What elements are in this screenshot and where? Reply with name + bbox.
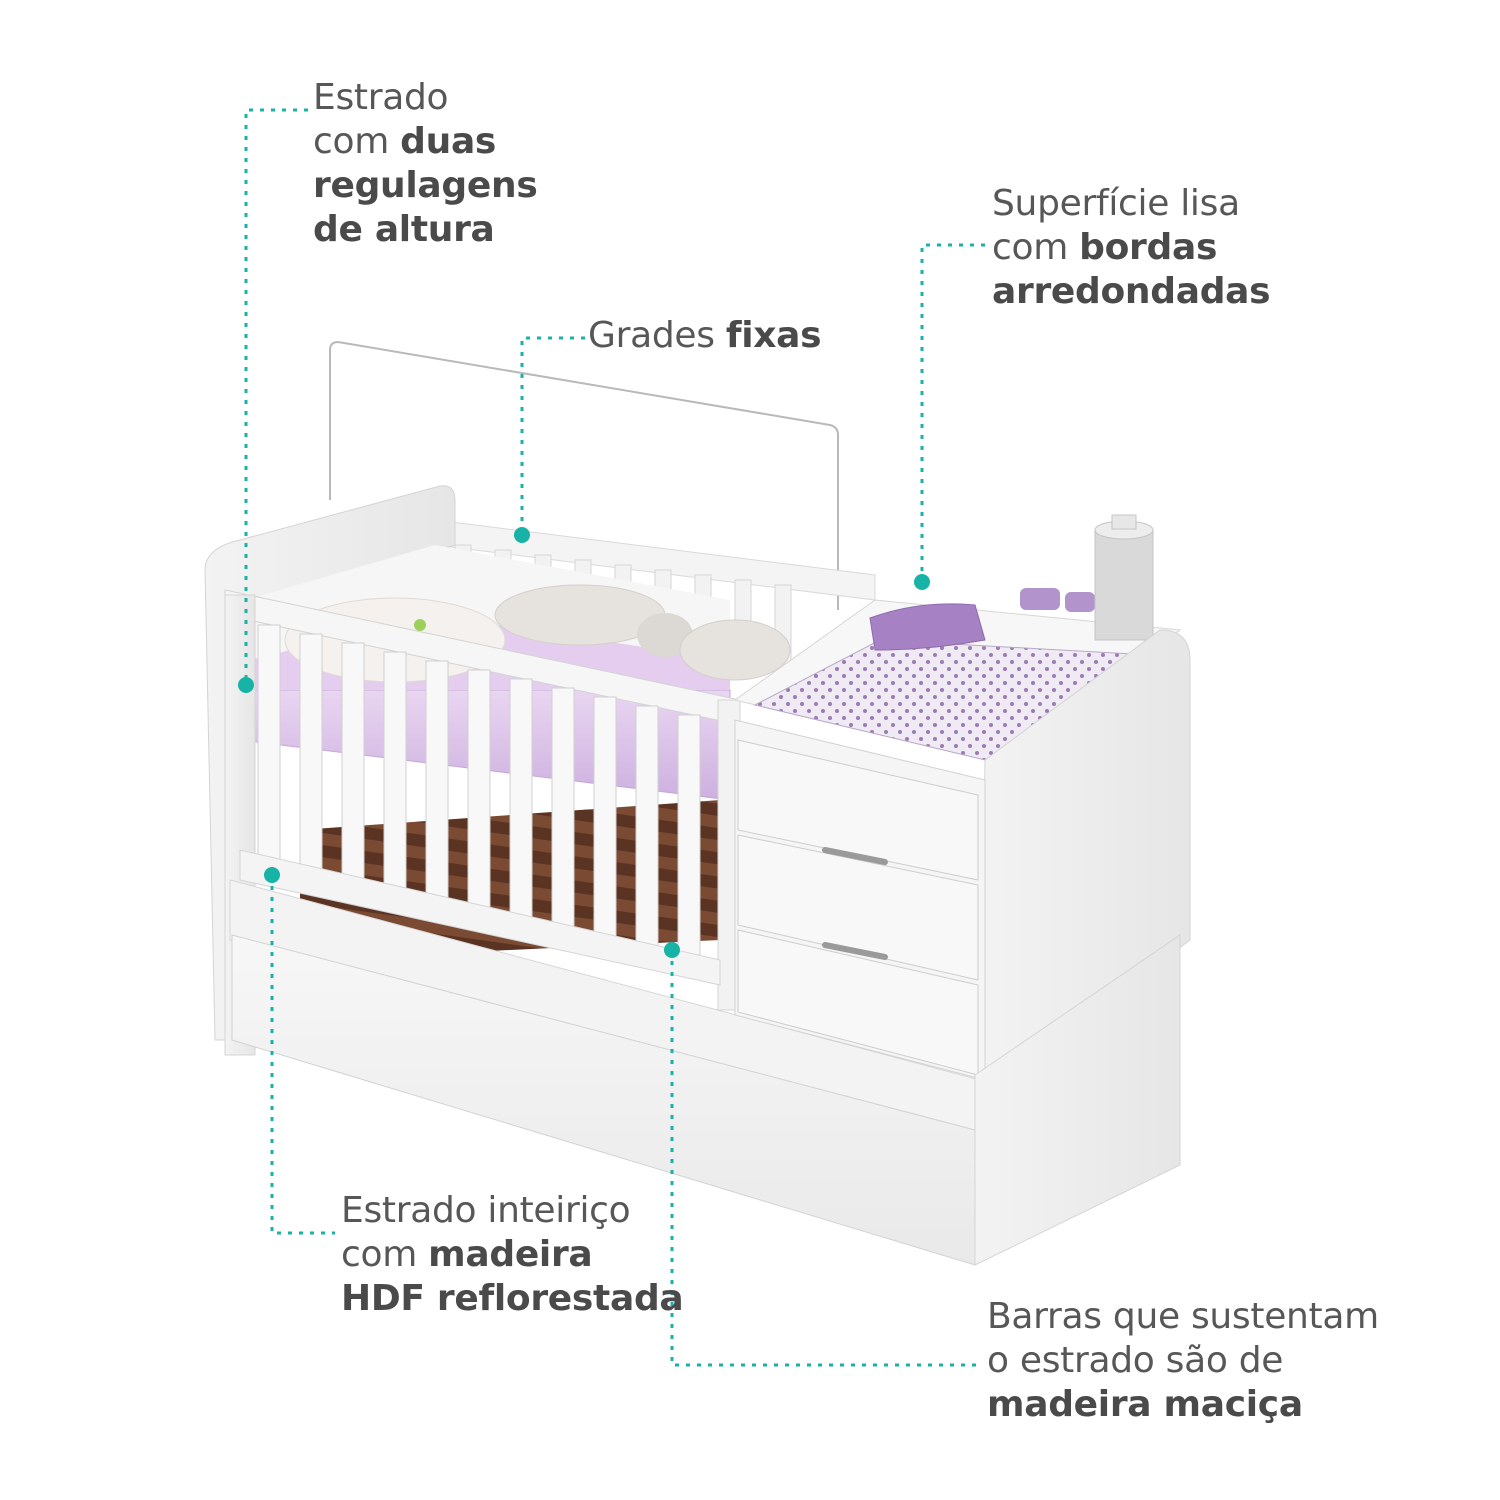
cylinder-container [1094, 514, 1154, 641]
callout-text-line: Barras que sustentam [987, 1296, 1379, 1337]
callout-superficie-lisa: Superfície lisa com bordas arredondadas [992, 182, 1271, 314]
callout-estrado-inteirico: Estrado inteiriço com madeira HDF reflor… [341, 1189, 684, 1321]
toiletry-jars [1020, 588, 1095, 612]
crib-lower-bar [239, 849, 721, 986]
callout-text-line: Estrado inteiriço [341, 1190, 631, 1231]
callout-dots [238, 527, 930, 958]
crib-front-slats [257, 624, 701, 956]
callout-text-line: com bordas [992, 227, 1218, 268]
callout-text-line: o estrado são de [987, 1340, 1284, 1381]
callout-text-line: Estrado [313, 77, 449, 118]
callout-grades-fixas: Grades fixas [588, 314, 822, 358]
callout-lines [244, 108, 985, 1367]
callout-dot-grades-fixas [514, 527, 530, 543]
callout-text-line: com duas [313, 121, 497, 162]
callout-line-superficie-lisa [920, 243, 985, 582]
callout-estrado-regulagens: Estrado com duas regulagens de altura [313, 76, 538, 252]
callout-dot-superficie-lisa [914, 574, 930, 590]
callout-text-line: madeira maciça [987, 1384, 1303, 1425]
callout-text-line: de altura [313, 209, 495, 250]
dresser-base-side [974, 934, 1181, 1266]
dresser-side-panel [979, 629, 1191, 1102]
folded-towel [869, 603, 986, 651]
acrylic-panel [329, 340, 839, 610]
callout-barras: Barras que sustentam o estrado são de ma… [987, 1295, 1379, 1427]
callout-text-line: Grades fixas [588, 315, 822, 356]
callout-line-estrado-inteirico [270, 875, 335, 1235]
drawer-handles [822, 847, 888, 960]
callout-dot-estrado-regulagens [238, 677, 254, 693]
callout-text-line: regulagens [313, 165, 538, 206]
dresser-drawers [737, 739, 979, 1076]
callout-text-line: arredondadas [992, 271, 1271, 312]
callout-dot-barras [664, 942, 680, 958]
callout-text-line: com madeira [341, 1234, 593, 1275]
callout-text-line: HDF reflorestada [341, 1278, 684, 1319]
callout-text-line: Superfície lisa [992, 183, 1240, 224]
callout-dot-estrado-inteirico [264, 867, 280, 883]
